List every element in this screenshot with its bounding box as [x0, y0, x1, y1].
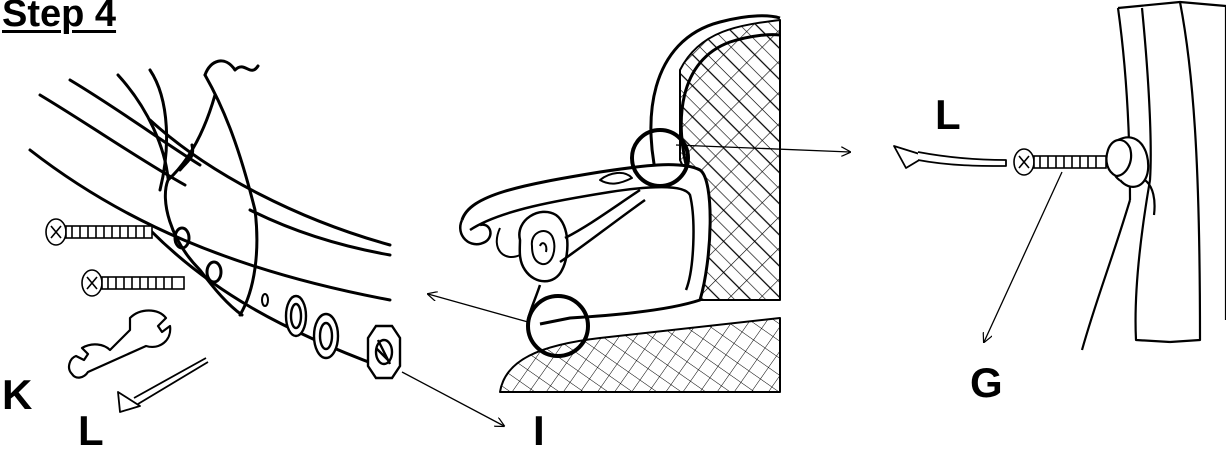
- leg-mount-icon: [1105, 136, 1150, 188]
- frame-closeup: [28, 59, 392, 372]
- part-label-k: K: [2, 371, 33, 418]
- wrench-icon: [67, 309, 172, 379]
- allen-key-icon: [117, 357, 209, 413]
- screw-icon: [1013, 148, 1107, 176]
- step-title: Step 4: [2, 0, 117, 35]
- callout-arrow: [675, 144, 850, 152]
- callout-circle: [526, 294, 590, 358]
- part-label-i: I: [533, 407, 545, 454]
- washer-icon: [284, 294, 308, 338]
- screw-icon: [45, 218, 153, 246]
- leg-closeup: [1080, 0, 1226, 351]
- allen-key-icon: [893, 145, 1007, 169]
- part-label-g: G: [970, 359, 1003, 406]
- chair-overview: [459, 14, 781, 393]
- part-label-l-right: L: [935, 91, 961, 138]
- hex-nut-icon: [366, 324, 402, 380]
- spring-washer-icon: [312, 312, 340, 360]
- part-label-l-left: L: [78, 407, 104, 454]
- screw-icon: [81, 269, 185, 297]
- callout-circle: [630, 128, 690, 188]
- callout-arrow: [984, 171, 1063, 342]
- callout-arrow: [428, 294, 529, 323]
- callout-arrow: [401, 371, 504, 426]
